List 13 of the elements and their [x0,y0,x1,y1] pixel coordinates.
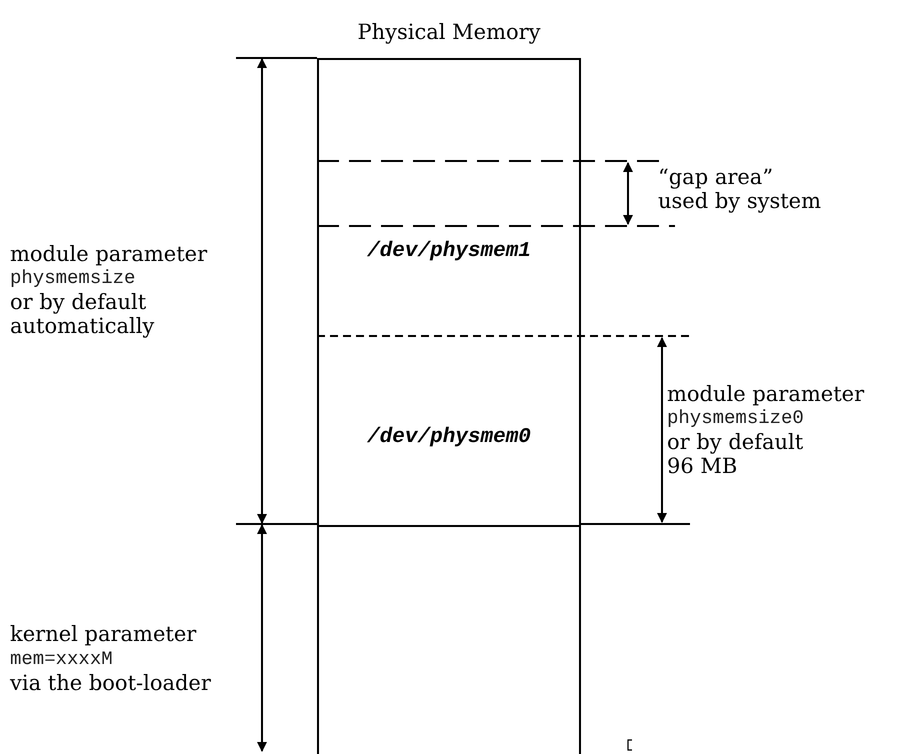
device-name: /dev/physmem0 [366,426,532,449]
heading: Physical Memory [357,20,541,44]
default-text: or by default 96 MB [667,430,804,478]
parameter-text: module parameter [10,242,208,266]
parameter-text: kernel parameter [10,622,196,646]
device-name: /dev/physmem1 [366,240,532,263]
parameter-text: module parameter [667,382,864,406]
gap-area-note: “gap area” used by system [658,165,822,213]
default-text: or by default automatically [10,290,156,338]
parameter-name: physmemsize [10,266,136,290]
parameter-name: mem=xxxxM [10,647,113,671]
bootloader-note: via the boot-loader [10,671,211,695]
parameter-name: physmemsize0 [667,406,804,430]
